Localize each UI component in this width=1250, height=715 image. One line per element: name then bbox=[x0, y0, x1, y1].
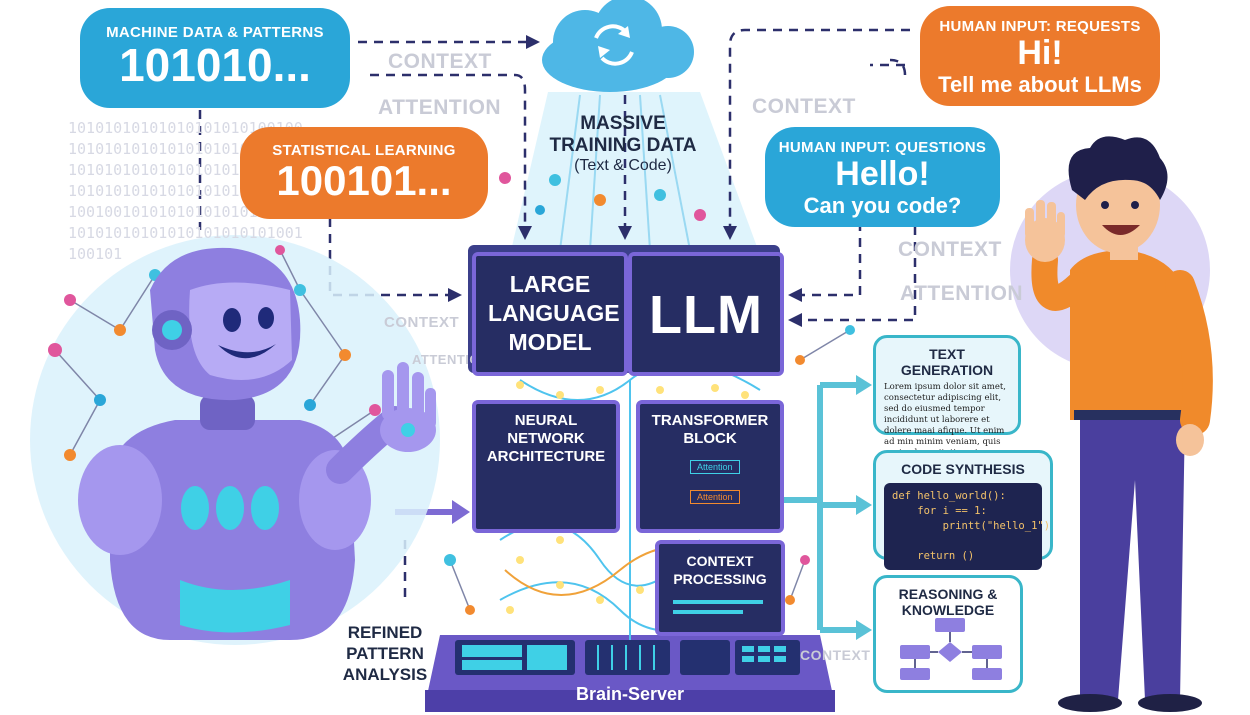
cloud-icon bbox=[542, 0, 694, 92]
panel-large-language-model: LARGE LANGUAGE MODEL bbox=[472, 252, 628, 376]
training-line2: TRAINING DATA bbox=[549, 135, 697, 156]
code-synthesis-code: def hello_world(): for i == 1: printt("h… bbox=[884, 483, 1050, 570]
ghost-attention-3: ATTENTION bbox=[412, 352, 490, 367]
robot-illustration bbox=[78, 247, 436, 640]
bubble-questions-line2: Can you code? bbox=[803, 193, 962, 219]
human-illustration bbox=[1025, 136, 1213, 712]
ghost-context-3: CONTEXT bbox=[898, 238, 1002, 261]
training-line1: MASSIVE bbox=[580, 113, 666, 134]
transformer-title: TRANSFORMER BLOCK bbox=[651, 412, 769, 447]
refined-pattern-label: REFINED PATTERN ANALYSIS bbox=[342, 623, 428, 684]
large-language-model-title: LARGE LANGUAGE MODEL bbox=[488, 271, 620, 355]
output-text-generation: TEXT GENERATION Lorem ipsum dolor sit am… bbox=[873, 335, 1021, 469]
training-line3: (Text & Code) bbox=[574, 157, 672, 174]
ghost-context-1: CONTEXT bbox=[388, 50, 492, 73]
training-data-label: MASSIVE TRAINING DATA (Text & Code) bbox=[548, 113, 698, 175]
ghost-attention-2: ATTENTION bbox=[900, 282, 1024, 305]
llm-title: LLM bbox=[649, 285, 763, 345]
reasoning-title: REASONING & KNOWLEDGE bbox=[898, 586, 998, 618]
bubble-questions: HUMAN INPUT: QUESTIONS Hello! Can you co… bbox=[765, 127, 1000, 227]
bubble-statistical: STATISTICAL LEARNING 100101... bbox=[240, 127, 488, 219]
attention-block-1: Attention bbox=[690, 460, 740, 474]
panel-context-processing: CONTEXT PROCESSING bbox=[655, 540, 785, 636]
bubble-machine-label: MACHINE DATA & PATTERNS bbox=[106, 24, 324, 41]
context-processing-title: CONTEXT PROCESSING bbox=[673, 553, 767, 587]
text-generation-title: TEXT GENERATION bbox=[900, 346, 994, 378]
panel-transformer: TRANSFORMER BLOCK Attention Attention bbox=[636, 400, 784, 533]
bubble-questions-label: HUMAN INPUT: QUESTIONS bbox=[778, 139, 987, 156]
neural-network-title: NEURAL NETWORK ARCHITECTURE bbox=[486, 412, 606, 465]
panel-llm: LLM bbox=[628, 252, 784, 376]
bubble-questions-line1: Hello! bbox=[835, 155, 930, 193]
ghost-context-2: CONTEXT bbox=[752, 95, 856, 118]
output-code-synthesis: CODE SYNTHESIS def hello_world(): for i … bbox=[873, 450, 1053, 570]
attention-block-2: Attention bbox=[690, 490, 740, 504]
ghost-attention-1: ATTENTION bbox=[378, 96, 502, 119]
ghost-context-4: CONTEXT bbox=[384, 314, 460, 331]
bubble-machine-value: 101010... bbox=[119, 39, 311, 91]
ghost-context-5: CONTEXT bbox=[800, 647, 871, 663]
panel-neural-network: NEURAL NETWORK ARCHITECTURE bbox=[472, 400, 620, 533]
bubble-machine-data: MACHINE DATA & PATTERNS 101010... bbox=[80, 8, 350, 108]
bubble-statistical-value: 100101... bbox=[276, 157, 452, 204]
bubble-requests-label: HUMAN INPUT: REQUESTS bbox=[939, 18, 1141, 35]
bubble-requests-line1: Hi! bbox=[1017, 34, 1063, 72]
code-synthesis-title: CODE SYNTHESIS bbox=[901, 461, 1025, 477]
bubble-requests: HUMAN INPUT: REQUESTS Hi! Tell me about … bbox=[920, 6, 1160, 106]
brain-server-label: Brain-Server bbox=[575, 684, 685, 704]
output-reasoning: REASONING & KNOWLEDGE bbox=[873, 575, 1023, 693]
bubble-statistical-label: STATISTICAL LEARNING bbox=[272, 142, 456, 159]
bubble-requests-line2: Tell me about LLMs bbox=[938, 72, 1142, 98]
